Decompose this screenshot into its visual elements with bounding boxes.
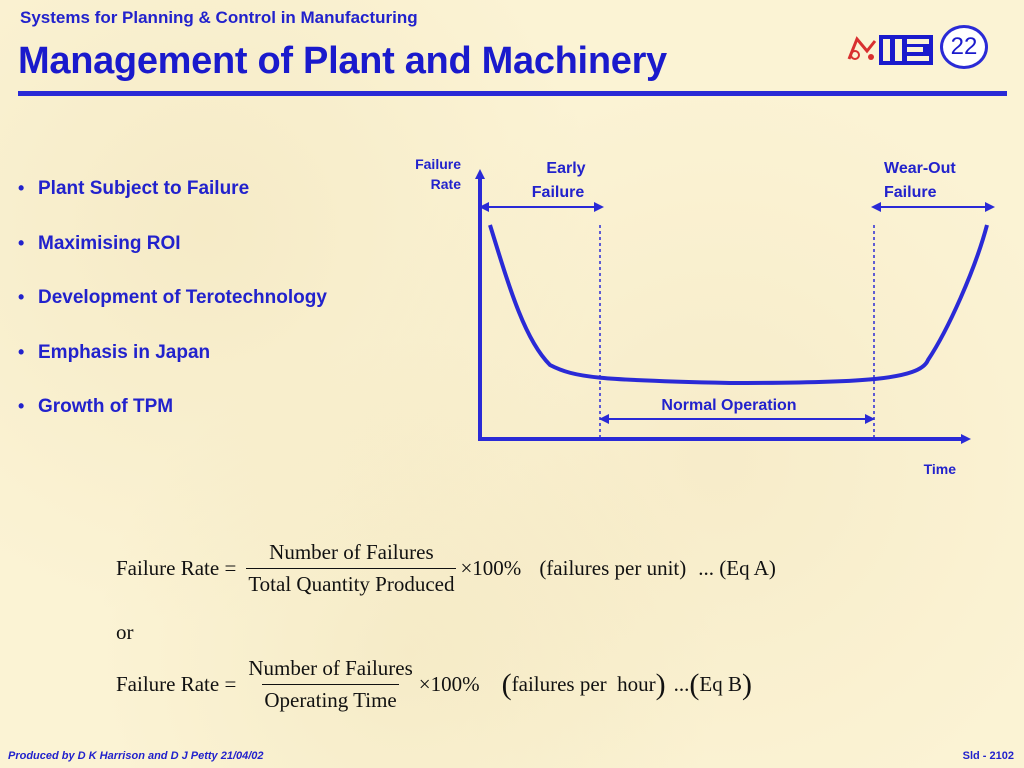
x-axis-label: Time (924, 461, 957, 477)
normal-operation-label: Normal Operation (661, 397, 796, 414)
eq-b-ellipsis: ... (673, 672, 690, 696)
eq-a-multiplier: ×100% (460, 556, 522, 580)
eq-b-ref-open-paren-icon: ( (689, 667, 700, 701)
page-title: Management of Plant and Machinery (18, 40, 667, 82)
bullet-item: •Development of Terotechnology (18, 287, 327, 308)
slide-number-badge: 22 (940, 25, 988, 69)
eq-a-lhs: Failure Rate = (116, 556, 237, 580)
eq-b-lhs: Failure Rate = (116, 672, 237, 696)
iie-logo-icon (845, 33, 933, 67)
header-subtitle: Systems for Planning & Control in Manufa… (20, 8, 418, 27)
bathtub-curve (488, 224, 989, 386)
or-text: or (116, 620, 134, 644)
eq-b-denominator: Operating Time (262, 684, 399, 713)
bullet-dot-icon: • (18, 396, 25, 416)
eq-b-numerator: Number of Failures (248, 656, 413, 680)
eq-b-multiplier: ×100% (418, 672, 480, 696)
bullet-item: •Emphasis in Japan (18, 341, 211, 363)
equation-a: Failure Rate = Number of Failures Total … (116, 540, 776, 597)
eq-a-fraction: Number of Failures Total Quantity Produc… (246, 540, 457, 597)
wear-out-label-line2: Failure (884, 184, 937, 201)
bullet-dot-icon: • (18, 232, 25, 253)
early-failure-label-line2: Failure (532, 184, 585, 201)
eq-a-reference: ... (Eq A) (698, 556, 776, 580)
eq-b-units: failures per hour (511, 672, 656, 696)
bathtub-curve-diagram: Failure Rate Time Early Failure Wear-Out… (415, 156, 995, 477)
eq-a-numerator: Number of Failures (269, 540, 434, 564)
title-underline (18, 91, 1007, 96)
bullet-dot-icon: • (18, 178, 25, 198)
eq-b-close-paren-icon: ) (655, 667, 666, 701)
eq-b-open-paren-icon: ( (501, 667, 512, 701)
eq-a-denominator: Total Quantity Produced (246, 568, 457, 597)
wear-out-label-line1: Wear-Out (884, 160, 956, 177)
iie-logo (845, 33, 933, 67)
equation-b: Failure Rate = Number of Failures Operat… (116, 656, 752, 713)
y-axis-label-line1: Failure (415, 156, 461, 172)
bullet-dot-icon: • (18, 287, 25, 307)
bullet-item: •Maximising ROI (18, 232, 181, 254)
eq-b-reference: Eq B (699, 672, 742, 696)
bullet-list: •Plant Subject to Failure •Maximising RO… (18, 178, 327, 451)
bullet-item: •Plant Subject to Failure (18, 178, 250, 199)
eq-b-fraction: Number of Failures Operating Time (246, 656, 414, 713)
footer-slide-id: Sld - 2102 (962, 750, 1014, 762)
eq-a-units: (failures per unit) (539, 556, 687, 580)
eq-b-ref-close-paren-icon: ) (742, 667, 752, 701)
y-axis-label-line2: Rate (431, 176, 462, 192)
early-failure-label-line1: Early (546, 160, 585, 177)
footer-credit: Produced by D K Harrison and D J Petty 2… (8, 750, 264, 762)
bullet-item: •Growth of TPM (18, 396, 174, 417)
bullet-dot-icon: • (18, 341, 25, 362)
